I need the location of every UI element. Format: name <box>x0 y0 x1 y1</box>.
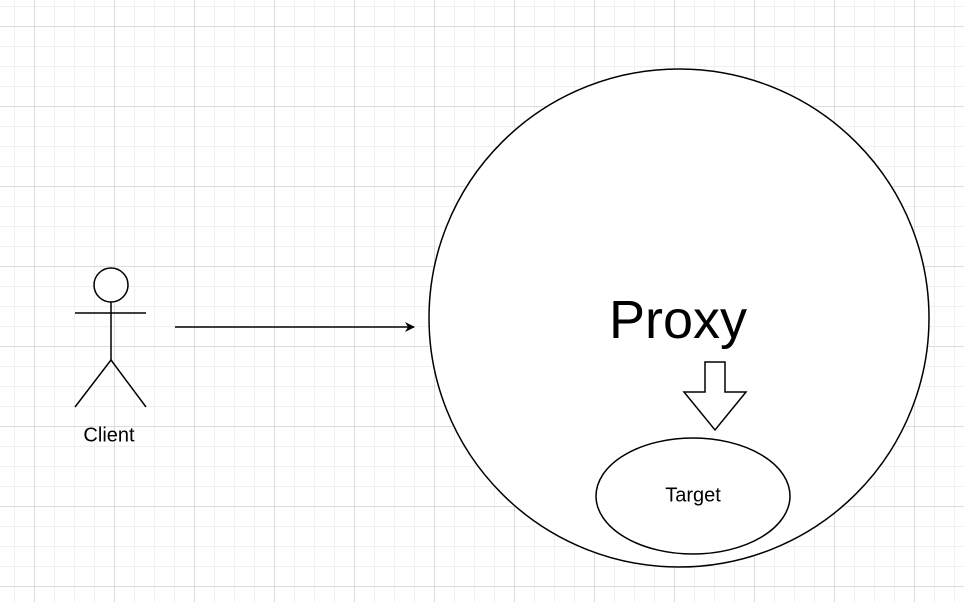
proxy-label: Proxy <box>608 290 748 350</box>
down-arrow-icon[interactable] <box>682 361 748 432</box>
target-label: Target <box>665 484 721 507</box>
client-actor-icon[interactable] <box>74 267 147 408</box>
proxy-circle[interactable] <box>428 68 930 568</box>
target-ellipse[interactable] <box>595 437 791 555</box>
client-label: Client <box>83 424 135 447</box>
